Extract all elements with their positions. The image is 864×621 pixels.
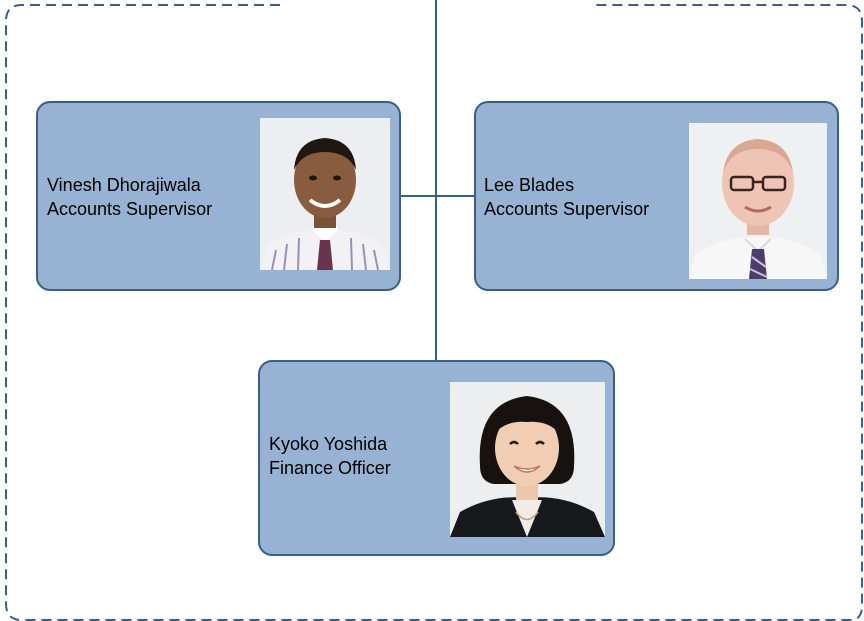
person-role: Accounts Supervisor <box>47 199 213 219</box>
person-card-kyoko-yoshida: Kyoko Yoshida Finance Officer <box>258 360 615 556</box>
person-card-vinesh-dhorajiwala: Vinesh Dhorajiwala Accounts Supervisor <box>36 101 401 291</box>
person-info: Vinesh Dhorajiwala Accounts Supervisor <box>47 173 212 221</box>
person-name: Vinesh Dhorajiwala <box>47 175 201 195</box>
person-role: Finance Officer <box>269 458 391 478</box>
person-photo-man-glasses-white-shirt-icon <box>689 123 827 279</box>
dashed-group-frame <box>5 4 863 621</box>
person-info: Kyoko Yoshida Finance Officer <box>269 432 391 480</box>
person-role: Accounts Supervisor <box>484 199 650 219</box>
person-info: Lee Blades Accounts Supervisor <box>484 173 649 221</box>
person-name: Kyoko Yoshida <box>269 434 388 454</box>
person-card-lee-blades: Lee Blades Accounts Supervisor <box>474 101 839 291</box>
person-photo-man-shaved-head-striped-shirt-icon <box>260 118 390 270</box>
person-photo-woman-dark-bob-hair-icon <box>450 382 605 537</box>
person-name: Lee Blades <box>484 175 575 195</box>
